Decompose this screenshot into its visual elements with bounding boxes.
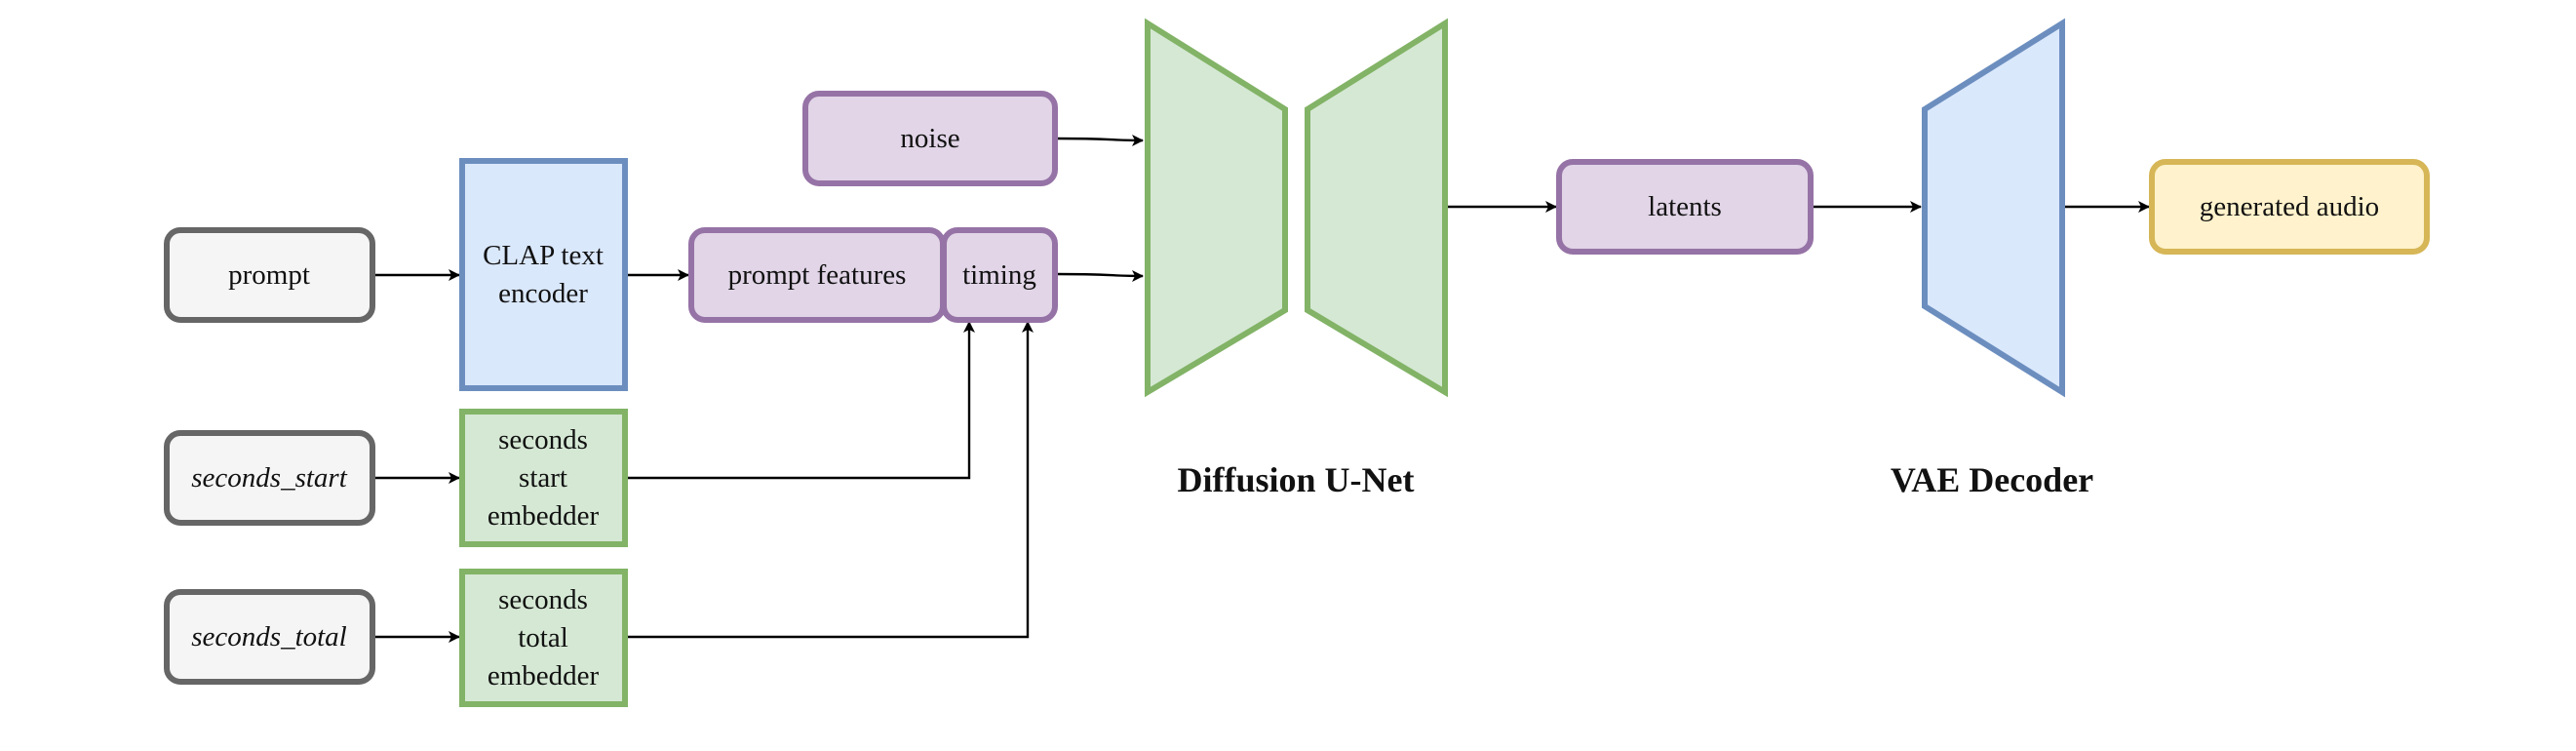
node-generated-audio: generated audio [2149,159,2430,255]
node-prompt-features-label: prompt features [728,259,907,291]
node-noise: noise [802,91,1058,186]
node-timing-label: timing [962,259,1036,291]
node-start-embedder-line1: seconds [498,424,588,455]
node-clap-line1: CLAP text [483,240,604,271]
node-seconds-total-label: seconds_total [191,621,347,652]
node-prompt-features: prompt features [688,227,946,323]
node-seconds-total: seconds_total [164,589,375,685]
unet-decoder-half [1305,18,1448,398]
node-seconds-start-embedder: seconds start embedder [459,409,628,547]
edge-start-embedder-to-timing [625,321,975,480]
edge-timing-to-unet [1054,269,1144,282]
node-seconds-start-label: seconds_start [191,462,347,494]
node-clap-text-encoder: CLAP text encoder [459,158,628,391]
node-start-embedder-line2: start [519,462,567,494]
diffusion-unet-caption: Diffusion U-Net [1178,460,1415,499]
node-prompt: prompt [164,227,375,323]
node-timing: timing [941,227,1058,323]
unet-encoder-half [1145,18,1288,398]
node-seconds-start: seconds_start [164,430,375,526]
vae-decoder-shape [1922,18,2065,398]
node-start-embedder-line3: embedder [488,500,600,532]
node-seconds-total-embedder: seconds total embedder [459,569,628,707]
node-total-embedder-line2: total [518,622,568,653]
edge-total-embedder-to-timing [625,321,1034,639]
diffusion-unet: Diffusion U-Net [1145,18,1448,499]
node-latents: latents [1556,159,1814,255]
vae-decoder-caption: VAE Decoder [1891,460,2093,499]
vae-decoder: VAE Decoder [1891,18,2093,499]
node-latents-label: latents [1648,191,1722,222]
node-total-embedder-line1: seconds [498,584,588,615]
node-clap-line2: encoder [498,278,588,309]
node-prompt-label: prompt [228,259,310,291]
node-generated-audio-label: generated audio [2200,191,2379,222]
node-total-embedder-line3: embedder [488,660,600,692]
node-noise-label: noise [900,123,959,154]
edge-noise-to-unet [1054,134,1144,146]
